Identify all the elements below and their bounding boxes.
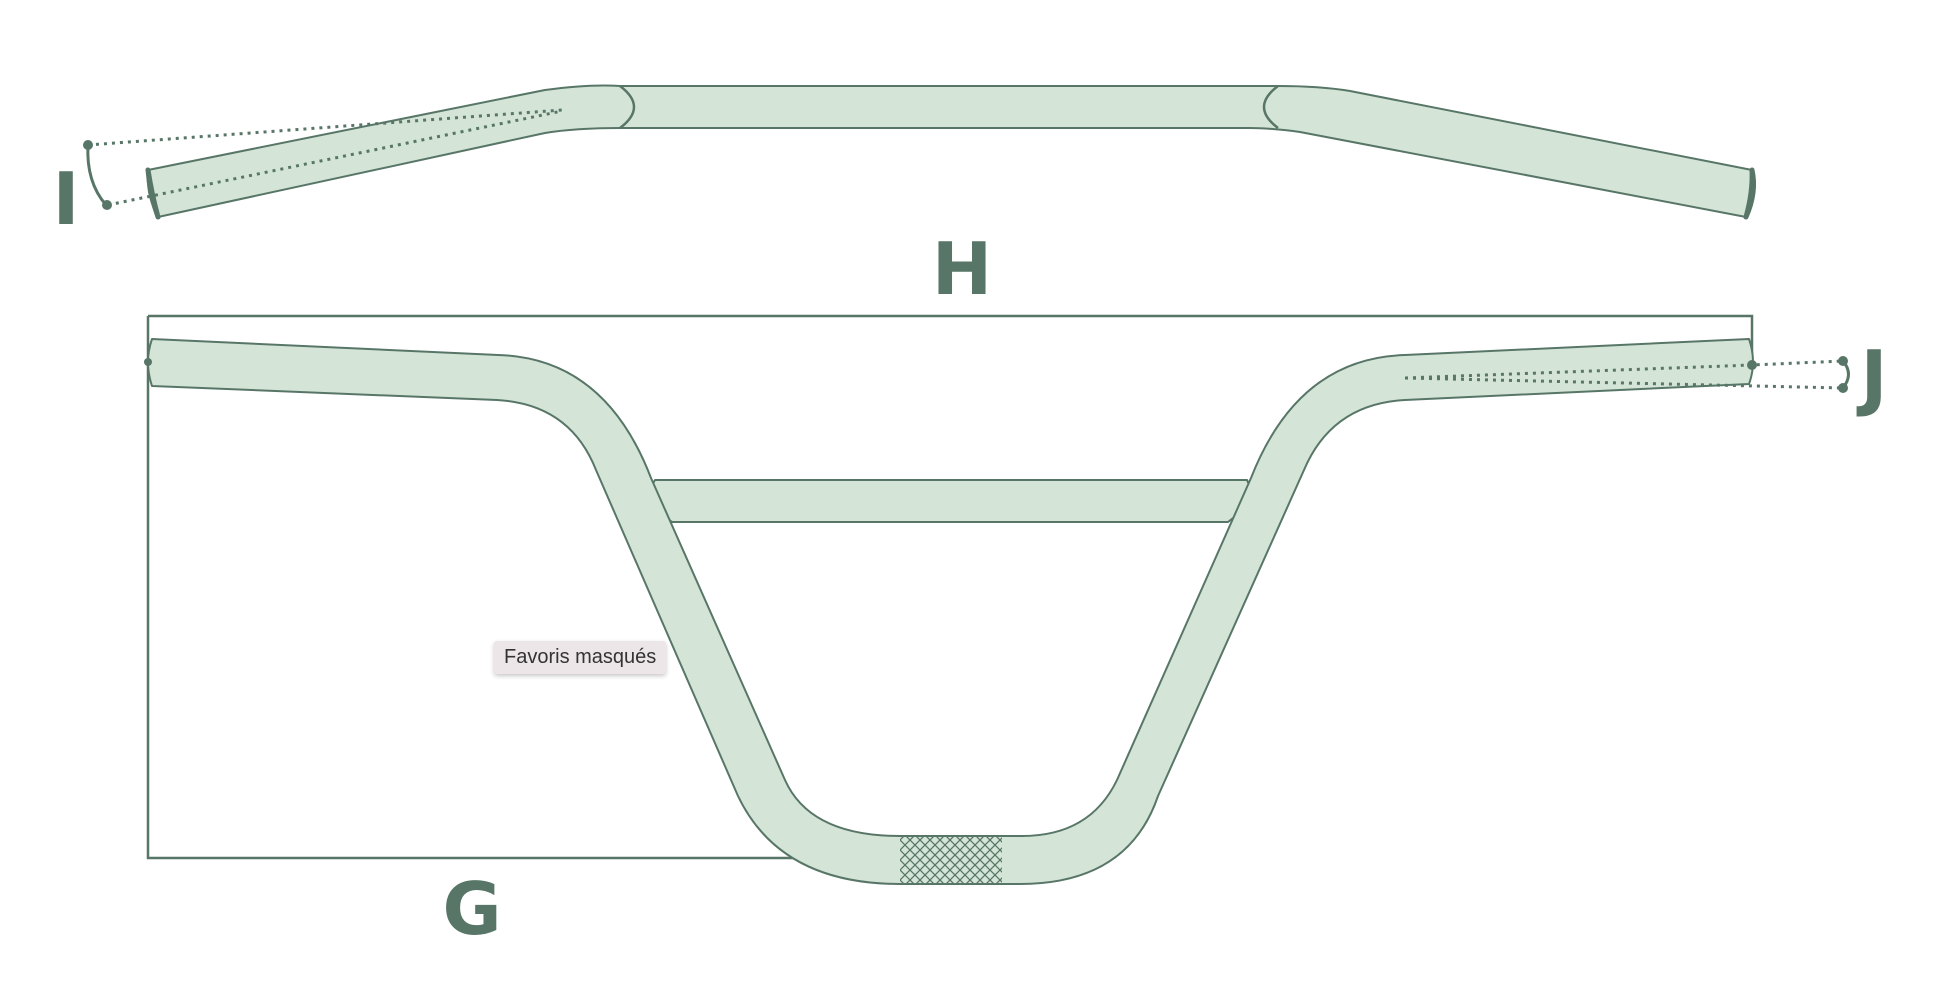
top-view-bend-right <box>1262 85 1279 129</box>
upsweep-pivot-point <box>1747 360 1757 370</box>
top-view-end-cap-left <box>145 167 161 220</box>
upsweep-reference-line <box>1404 376 1844 390</box>
backsweep-angle-arc <box>86 144 108 206</box>
top-view-end-cap-right <box>1743 167 1756 220</box>
handlebar-front-view <box>147 338 1754 885</box>
hidden-bookmarks-tooltip: Favoris masqués <box>494 641 667 674</box>
handlebar-top-view <box>145 84 1756 220</box>
dimension-label-g: G <box>442 867 501 951</box>
dimension-label-i: I <box>53 157 80 241</box>
backsweep-angle-indicator <box>83 108 563 210</box>
rise-dimension-frame <box>146 316 862 860</box>
main-bar <box>147 338 1754 885</box>
upsweep-arc-point-top <box>1838 356 1848 366</box>
backsweep-arc-point-bottom <box>102 200 112 210</box>
dimension-label-h: H <box>932 227 992 311</box>
knurled-grip-section <box>900 836 1002 884</box>
grip-left-end-point <box>144 358 152 366</box>
dimension-label-j: J <box>1856 335 1888 419</box>
backsweep-bar-axis-line <box>107 109 563 207</box>
backsweep-arc-point-top <box>83 140 93 150</box>
upsweep-angle-indicator <box>1404 356 1850 393</box>
top-view-bar <box>146 84 1755 218</box>
top-view-bend-left <box>619 85 636 129</box>
upsweep-arc-point-bottom <box>1838 383 1848 393</box>
crossbar <box>648 479 1252 523</box>
